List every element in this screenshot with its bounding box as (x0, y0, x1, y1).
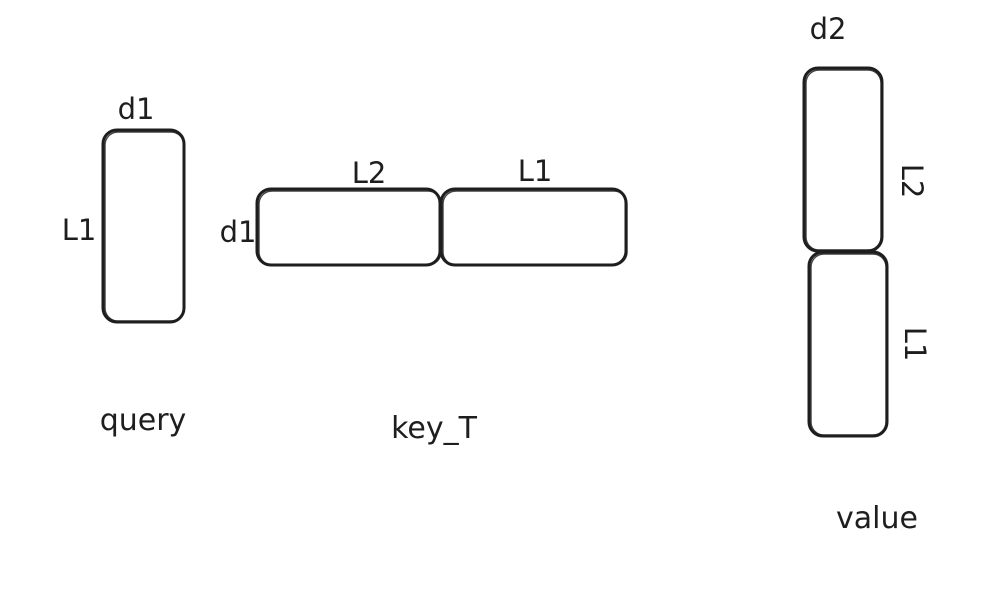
value-block-2 (807, 250, 889, 438)
query-name-label: query (100, 403, 187, 438)
key-t-block-1-dim-label: L2 (352, 156, 387, 190)
key-t-name-label: key_T (391, 411, 478, 446)
key-t-group: d1 L2 L1 key_T (220, 154, 628, 446)
value-top-dim-label: d2 (810, 12, 847, 46)
value-group: d2 L2 L1 value (802, 12, 932, 536)
query-matrix (101, 128, 186, 324)
value-block-2-dim-label: L1 (898, 327, 932, 362)
key-t-left-dim-label: d1 (220, 215, 257, 249)
value-block-1-dim-label: L2 (895, 164, 929, 199)
key-t-block-2 (439, 187, 628, 267)
value-block-1 (802, 66, 884, 253)
query-top-dim-label: d1 (118, 92, 155, 126)
key-t-block-2-dim-label: L1 (518, 154, 553, 188)
key-t-block-1 (255, 187, 442, 267)
value-name-label: value (836, 501, 918, 536)
query-group: d1 L1 query (62, 92, 187, 438)
query-side-dim-label: L1 (62, 213, 97, 247)
